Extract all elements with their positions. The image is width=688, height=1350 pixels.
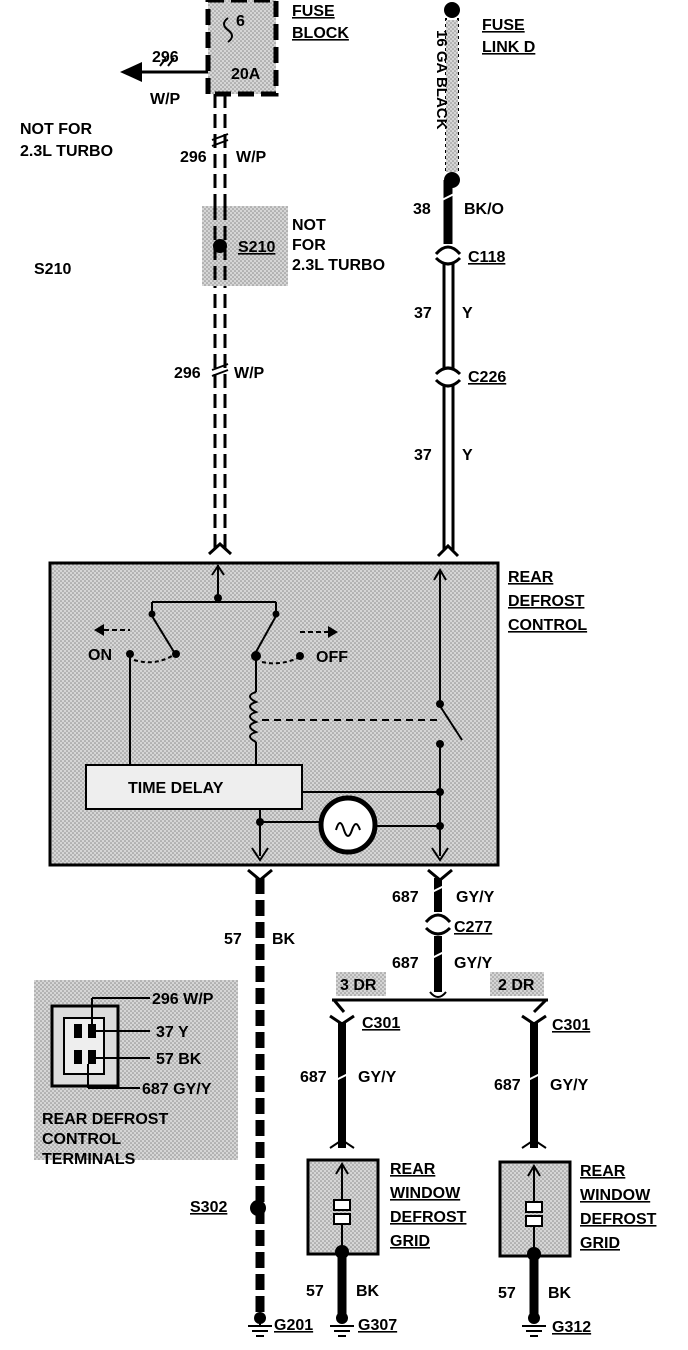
branch-2dr-label: 2 DR: [498, 977, 535, 994]
splice-s210: S210 NOT FOR 2.3L TURBO: [202, 206, 385, 286]
wire-38-color: BK/O: [464, 201, 504, 218]
wire-296-color-top: W/P: [150, 91, 181, 108]
control-off-label: OFF: [316, 649, 348, 666]
ground-g312-label: G312: [552, 1319, 591, 1336]
wire-38: 38 BK/O: [413, 180, 504, 244]
circuit-296-arrow-left: 296 W/P: [120, 49, 208, 108]
fuse-link-title-2: LINK D: [482, 39, 535, 56]
wire-687-color-1: GY/Y: [456, 889, 495, 906]
note-s210-line2: FOR: [292, 237, 326, 254]
connector-c226-label: C226: [468, 369, 506, 386]
splice-s302-label: S302: [190, 1199, 227, 1216]
connector-c118: C118: [434, 245, 505, 266]
grid-3dr-line3: DEFROST: [390, 1209, 467, 1226]
wire-57-color-1: BK: [272, 931, 296, 948]
wire-57-color-2dr: BK: [548, 1285, 572, 1302]
terminal-label-3: 57 BK: [156, 1051, 202, 1068]
control-title-2: DEFROST: [508, 593, 585, 610]
grid-2dr-line1: REAR: [580, 1163, 626, 1180]
connector-c118-label: C118: [468, 249, 505, 266]
grid-2dr-line3: DEFROST: [580, 1211, 657, 1228]
wire-296: 296 W/P 296 W/P: [174, 94, 267, 556]
splice-label-left: S210: [34, 261, 71, 278]
wire-37-color-1: Y: [462, 305, 473, 322]
terminals-caption-3: TERMINALS: [42, 1151, 136, 1168]
wire-687-color-2dr: GY/Y: [550, 1077, 589, 1094]
control-title-3: CONTROL: [508, 617, 587, 634]
note-left-line2: 2.3L TURBO: [20, 143, 113, 160]
wire-57-circuit-1: 57: [224, 931, 242, 948]
wire-296-circuit-1: 296: [180, 149, 207, 166]
wire-57-circuit-2dr: 57: [498, 1285, 516, 1302]
wire-37-circuit-1: 37: [414, 305, 432, 322]
wire-687-main: 687 GY/Y C277 687 GY/Y: [332, 868, 548, 1002]
note-s210-line1: NOT: [292, 217, 326, 234]
wire-687-color-3dr: GY/Y: [358, 1069, 397, 1086]
grid-2dr-line2: WINDOW: [580, 1187, 651, 1204]
fuse-rating-label: 20A: [231, 66, 261, 83]
wire-687-circuit-3dr: 687: [300, 1069, 327, 1086]
terminals-caption-1: REAR DEFROST: [42, 1111, 168, 1128]
connector-c301-left-label: C301: [362, 1015, 400, 1032]
connector-c277-label: C277: [454, 919, 492, 936]
wire-687-circuit-2dr: 687: [494, 1077, 521, 1094]
wire-296-circuit-2: 296: [174, 365, 201, 382]
wire-57-circuit-3dr: 57: [306, 1283, 324, 1300]
note-s210-line3: 2.3L TURBO: [292, 257, 385, 274]
grid-3dr-line4: GRID: [390, 1233, 430, 1250]
wire-37: 37 Y 37 Y: [414, 262, 473, 558]
terminal-label-4: 687 GY/Y: [142, 1081, 212, 1098]
branch-2dr-tag: [490, 972, 544, 996]
wire-296-circuit-top: 296: [152, 49, 179, 66]
grid-3dr-branch: C301 687 GY/Y REAR WINDOW DEFROST GRID 5…: [300, 999, 467, 1337]
control-title-1: REAR: [508, 569, 554, 586]
fuse-link-wire-label: 16 GA BLACK: [433, 30, 450, 130]
rear-defrost-control: REAR DEFROST CONTROL ON OFF: [48, 561, 587, 867]
terminal-label-2: 37 Y: [156, 1024, 189, 1041]
wire-57-color-3dr: BK: [356, 1283, 380, 1300]
wire-687-circuit-2: 687: [392, 955, 419, 972]
fuse-pin-label: 6: [236, 13, 245, 30]
fuse-block-title-2: BLOCK: [292, 25, 349, 42]
terminals-caption-2: CONTROL: [42, 1131, 121, 1148]
connector-c226: C226: [434, 366, 506, 388]
control-on-label: ON: [88, 647, 112, 664]
terminals-inset: 296 W/P 37 Y 57 BK 687 GY/Y REAR DEFROST…: [34, 980, 238, 1168]
ground-g201-label: G201: [274, 1317, 313, 1334]
ground-g201: G201: [248, 1312, 313, 1337]
grid-3dr-line1: REAR: [390, 1161, 436, 1178]
wire-57-main: 57 BK S302: [190, 868, 296, 1316]
splice-s210-label: S210: [238, 239, 275, 256]
wire-296-color-2: W/P: [234, 365, 265, 382]
time-delay-label: TIME DELAY: [128, 780, 224, 797]
wire-687-color-2: GY/Y: [454, 955, 493, 972]
ground-g307-label: G307: [358, 1317, 397, 1334]
note-left-line1: NOT FOR: [20, 121, 92, 138]
wire-37-color-2: Y: [462, 447, 473, 464]
grid-3dr-line2: WINDOW: [390, 1185, 461, 1202]
grid-2dr-branch: C301 687 GY/Y REAR WINDOW DEFROST GRID 5…: [494, 998, 657, 1337]
fuse-link-title-1: FUSE: [482, 17, 525, 34]
wire-687-circuit-1: 687: [392, 889, 419, 906]
fuse-link-d: 16 GA BLACK FUSE LINK D: [433, 2, 535, 188]
fuse-block: 6 20A FUSE BLOCK: [205, 0, 349, 97]
wire-38-circuit: 38: [413, 201, 431, 218]
wire-37-circuit-2: 37: [414, 447, 432, 464]
branch-3dr-tag: [336, 972, 386, 996]
terminal-label-1: 296 W/P: [152, 991, 214, 1008]
fuse-block-title-1: FUSE: [292, 3, 335, 20]
branch-3dr-label: 3 DR: [340, 977, 377, 994]
grid-2dr-line4: GRID: [580, 1235, 620, 1252]
wire-296-color-1: W/P: [236, 149, 267, 166]
connector-c301-right-label: C301: [552, 1017, 590, 1034]
